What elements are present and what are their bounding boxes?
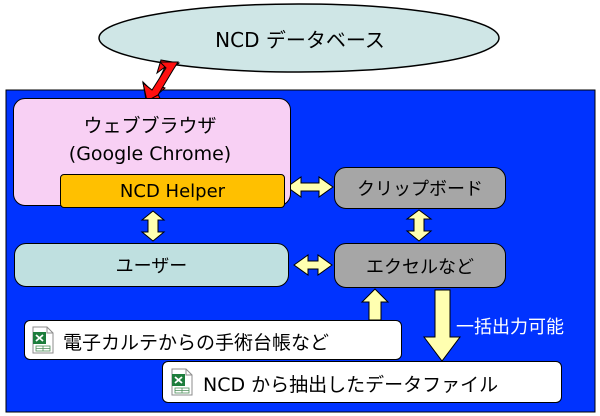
ncd-helper-box[interactable]: NCD Helper [60,174,285,208]
file2-box: NCD から抽出したデータファイル [162,361,562,403]
browser-subtitle: (Google Chrome) [68,143,232,165]
excel-file-icon [31,326,55,354]
user-excel-arrow [293,254,333,276]
bulk-output-label: 一括出力可能 [456,317,564,338]
user-box: ユーザー [14,243,289,287]
excel-file-icon [170,368,194,396]
helper-clipboard-arrow [286,176,334,198]
file1-box: 電子カルテからの手術台帳など [24,320,402,360]
file2-label: NCD から抽出したデータファイル [203,373,499,396]
database-label: NCD データベース [215,27,385,52]
browser-user-arrow [140,210,166,242]
excel-box: エクセルなど [334,243,506,288]
database-ellipse [98,3,500,73]
bulk-output-arrow [423,289,461,362]
browser-title: ウェブブラウザ [83,114,217,137]
clipboard-box: クリップボード [334,167,506,209]
clipboard-excel-arrow [405,209,433,242]
file1-label: 電子カルテからの手術台帳など [63,331,330,354]
